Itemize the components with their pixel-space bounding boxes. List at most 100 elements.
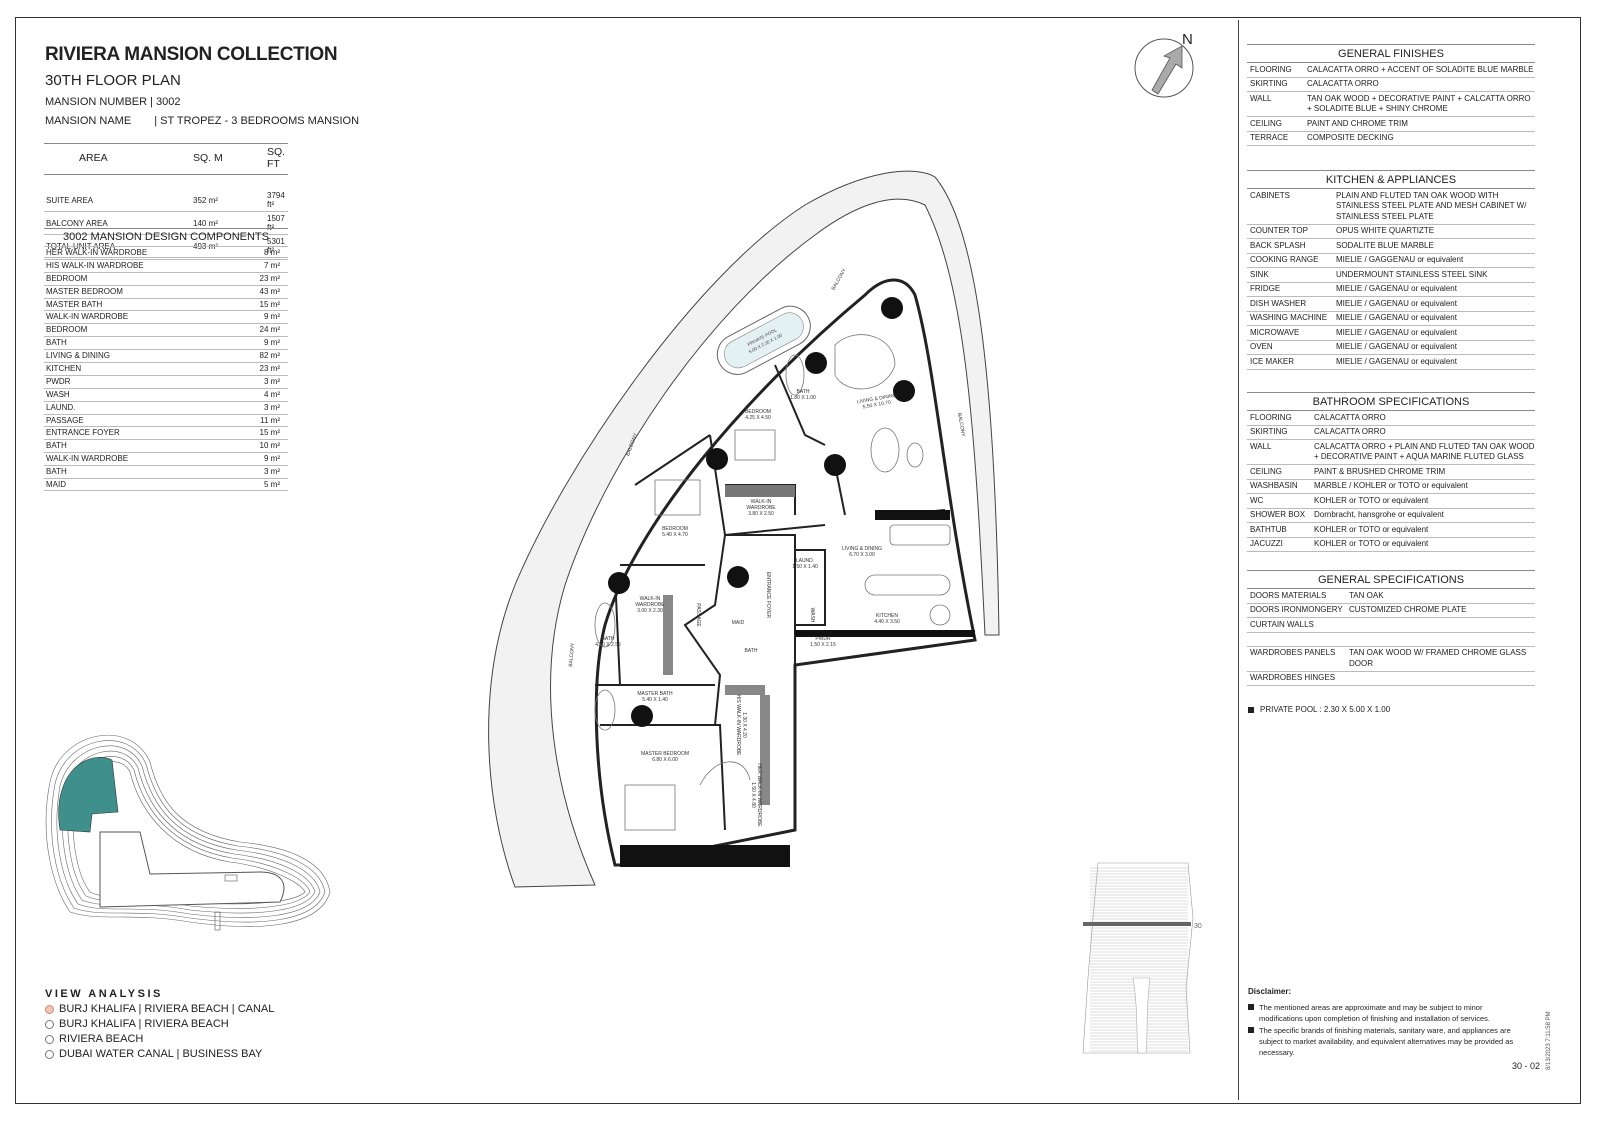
disclaimer-item: The specific brands of finishing materia… [1248,1025,1518,1058]
balcony-slab [488,170,1000,888]
private-pool-text: PRIVATE POOL : 2.30 X 5.00 X 1.00 [1260,705,1391,714]
floor-level-label: 30 [1194,923,1202,930]
view-analysis-title: VIEW ANALYSIS [45,988,163,1000]
spec-key: WALL [1250,93,1272,103]
component-area: 3 m² [264,467,280,477]
view-option-0[interactable]: BURJ KHALIFA | RIVIERA BEACH | CANAL [45,1003,274,1015]
component-area: 9 m² [264,338,280,348]
spec-key: FLOORING [1250,412,1292,422]
spec-row: CURTAIN WALLS [1247,618,1535,633]
spec-value: TAN OAK WOOD + DECORATIVE PAINT + CALCAT… [1307,93,1531,114]
view-option-3[interactable]: DUBAI WATER CANAL | BUSINESS BAY [45,1048,262,1060]
plan-label-master-bath-dim: 5.40 X 1.40 [642,697,668,703]
spec-key: CABINETS [1250,190,1291,200]
component-area: 9 m² [264,454,280,464]
spec-value: CALACATTA ORRO [1307,79,1379,88]
spec-value: MIELIE / GAGGENAU or equivalent [1336,255,1464,264]
spec-value: MARBLE / KOHLER or TOTO or equivalent [1314,481,1468,490]
general-specs-section: GENERAL SPECIFICATIONS DOORS MATERIALS TA… [1247,570,1535,686]
spec-value: TAN OAK [1349,590,1384,600]
component-area: 11 m² [260,415,280,425]
component-name: WASH [46,389,70,399]
spec-key: CURTAIN WALLS [1250,619,1314,629]
spec-key: BATHTUB [1250,524,1287,534]
section-title: GENERAL SPECIFICATIONS [1247,570,1535,589]
plan-label-maid: MAID [732,620,745,626]
area-sqm: 140 m² [191,211,265,235]
component-area: 8 m² [264,248,280,257]
component-area: 10 m² [259,441,280,451]
plan-label-balcony: BALCONY [831,267,848,291]
spec-value [1349,673,1535,684]
spec-key: TERRACE [1250,133,1289,142]
view-option-label: BURJ KHALIFA | RIVIERA BEACH | CANAL [59,1003,275,1015]
plan-label-kitchen-dim: 4.40 X 3.50 [874,619,900,625]
spec-row: WALL TAN OAK WOOD + DECORATIVE PAINT + CA… [1247,92,1535,117]
spec-value: MIELIE / GAGENAU or equivalent [1336,327,1457,337]
radio-icon [45,1004,54,1014]
component-area: 23 m² [259,273,280,283]
view-option-2[interactable]: RIVIERA BEACH [45,1033,143,1045]
mansion-name: | ST TROPEZ - 3 BEDROOMS MANSION [154,115,360,127]
spec-key: DOORS MATERIALS [1250,590,1327,600]
north-label: N [1182,31,1193,48]
bullet-square-icon [1248,1027,1254,1033]
component-name: MASTER BEDROOM [46,286,123,296]
spec-key: FRIDGE [1250,284,1281,293]
spec-value: CALACATTA ORRO + PLAIN AND FLUTED TAN OA… [1314,441,1535,462]
spec-value: COMPOSITE DECKING [1307,133,1394,142]
component-area: 15 m² [259,428,280,438]
wardrobe-her [760,695,770,805]
plan-label-bath: BATH [797,389,810,395]
spec-key: WALL [1250,441,1272,451]
sheet-border [15,17,1581,1104]
spec-row: TERRACE COMPOSITE DECKING [1247,132,1535,146]
spec-row: DOORS MATERIALS TAN OAK [1247,589,1535,604]
plan-label-pwdr-dim: 1.50 X 2.15 [810,642,836,648]
plan-label-kitchen: KITCHEN [876,613,898,619]
area-sqm: 352 m² [191,189,265,212]
wardrobe-his [725,685,765,695]
spec-key: WASHBASIN [1250,481,1298,490]
page-title: RIVIERA MANSION COLLECTION [45,44,338,65]
bullet-square-icon [1248,1004,1254,1010]
plan-label-wardrobe: WARDROBE [746,505,776,511]
section-title: KITCHEN & APPLIANCES [1247,170,1535,189]
plan-label-bath-dim: 4.70 X 2.55 [595,642,621,648]
spec-value: KOHLER or TOTO or equivalent [1314,539,1429,548]
disclaimer-item: The mentioned areas are approximate and … [1248,1002,1518,1024]
spec-value: PAINT AND CHROME TRIM [1307,118,1408,128]
component-name: KITCHEN [46,364,82,374]
spec-value: CALACATTA ORRO + ACCENT OF SOLADITE BLUE… [1307,64,1534,74]
component-area: 82 m² [259,351,280,361]
spec-key: SKIRTING [1250,427,1288,436]
radio-icon [45,1049,54,1059]
area-table-header: AREA SQ. M SQ. FT [44,143,288,175]
spec-row: WARDROBES HINGES [1247,672,1535,686]
spec-value: MIELIE / GAGENAU or equivalent [1336,298,1457,308]
view-option-1[interactable]: BURJ KHALIFA | RIVIERA BEACH [45,1018,229,1030]
component-name: BEDROOM [46,325,88,335]
section-title: BATHROOM SPECIFICATIONS [1247,392,1535,411]
area-sqft: 3794 ft² [265,189,288,212]
spec-value: Dornbracht, hansgrohe or equivalent [1314,510,1444,519]
